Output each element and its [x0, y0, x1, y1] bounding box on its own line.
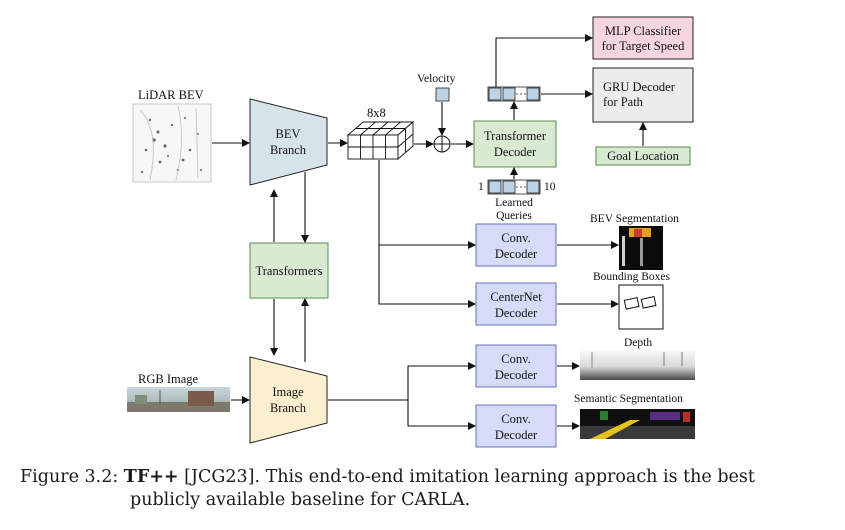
semantic-segmentation-label: Semantic Segmentation: [574, 393, 683, 405]
queries-end-index: 10: [544, 181, 556, 193]
depth-label: Depth: [624, 337, 652, 349]
image-branch-label-1: Image: [272, 385, 304, 399]
transformer-decoder-label-2: Decoder: [494, 145, 537, 159]
bev-segmentation-output: BEV Segmentation: [590, 213, 679, 270]
arrow-grid-to-conv-decoder: [378, 160, 476, 249]
goal-location-block: Goal Location: [595, 146, 691, 166]
rgb-image-input: RGB Image: [127, 372, 230, 412]
lidar-point-cloud: [140, 117, 202, 174]
bev-branch-block: BEV Branch: [249, 98, 328, 186]
arrow-image-branch-to-depth-decoder: [328, 362, 476, 401]
goal-location-label: Goal Location: [607, 149, 680, 163]
arrow-image-branch-to-semantic-decoder: [407, 400, 476, 430]
lidar-bev-label: LiDAR BEV: [138, 88, 204, 102]
caption-line1-rest: [JCG23]. This end-to-end imitation learn…: [178, 467, 755, 487]
grid-size-label: 8x8: [367, 106, 386, 120]
caption-bold-title: TF++: [123, 467, 179, 487]
bounding-boxes-label: Bounding Boxes: [593, 271, 671, 283]
velocity-token: [435, 87, 450, 102]
bev-branch-label-1: BEV: [276, 127, 301, 141]
bev-branch-label-2: Branch: [270, 143, 307, 157]
centernet-decoder-block: CenterNet Decoder: [475, 282, 557, 326]
bev-segmentation-label: BEV Segmentation: [590, 213, 679, 225]
conv-decoder-depth-label-1: Conv.: [501, 352, 530, 366]
tfpp-architecture-diagram: LiDAR BEV RGB Image BEV Branch Image Bra…: [127, 16, 695, 448]
bounding-boxes-output: Bounding Boxes: [593, 271, 671, 330]
velocity-label: Velocity: [417, 73, 456, 85]
arrow-tokens-to-mlp: [495, 34, 593, 87]
conv-decoder-semantic-label-2: Decoder: [495, 428, 538, 442]
semantic-segmentation-output: Semantic Segmentation: [574, 393, 695, 439]
transformers-block: Transformers: [249, 242, 329, 299]
conv-decoder-bev-label-1: Conv.: [501, 231, 530, 245]
image-branch-block: Image Branch: [249, 356, 328, 444]
mlp-classifier-label-1: MLP Classifier: [605, 24, 682, 38]
sum-node: [433, 135, 451, 153]
depth-output: Depth: [580, 337, 695, 380]
mlp-classifier-label-2: for Target Speed: [602, 39, 685, 53]
learned-queries-label-2: Queries: [496, 210, 532, 222]
conv-decoder-depth-label-2: Decoder: [495, 368, 538, 382]
transformer-decoder-block: Transformer Decoder: [473, 120, 557, 168]
gru-decoder-block: GRU Decoder for Path: [592, 67, 694, 123]
conv-decoder-depth-block: Conv. Decoder: [475, 344, 557, 388]
transformers-label: Transformers: [256, 264, 323, 278]
centernet-decoder-label-2: Decoder: [495, 306, 538, 320]
learned-queries: 1 10 Learned Queries: [478, 179, 556, 222]
centernet-decoder-label-1: CenterNet: [490, 290, 542, 304]
conv-decoder-bev-block: Conv. Decoder: [475, 223, 557, 267]
connectors: [212, 34, 647, 430]
conv-decoder-bev-label-2: Decoder: [495, 247, 538, 261]
caption-line2: publicly available baseline for CARLA.: [130, 490, 471, 510]
mlp-classifier-block: MLP Classifier for Target Speed: [592, 16, 694, 60]
lidar-bev-input: LiDAR BEV: [132, 88, 212, 183]
transformer-decoder-label-1: Transformer: [484, 129, 547, 143]
arrow-grid-to-centernet: [378, 245, 476, 308]
caption-prefix: Figure 3.2:: [20, 467, 124, 487]
conv-decoder-semantic-block: Conv. Decoder: [475, 404, 557, 448]
velocity-input: Velocity: [417, 73, 456, 102]
queries-start-index: 1: [478, 181, 484, 193]
figure-caption: Figure 3.2: TF++ [JCG23]. This end-to-en…: [20, 466, 840, 512]
feature-grid-8x8: 8x8: [346, 106, 415, 160]
image-branch-label-2: Branch: [270, 401, 307, 415]
conv-decoder-semantic-label-1: Conv.: [501, 412, 530, 426]
output-token-row: [487, 86, 541, 102]
gru-decoder-label-2: for Path: [603, 95, 644, 109]
rgb-image-label: RGB Image: [138, 372, 199, 386]
gru-decoder-label-1: GRU Decoder: [603, 80, 676, 94]
learned-queries-label-1: Learned: [495, 197, 533, 209]
